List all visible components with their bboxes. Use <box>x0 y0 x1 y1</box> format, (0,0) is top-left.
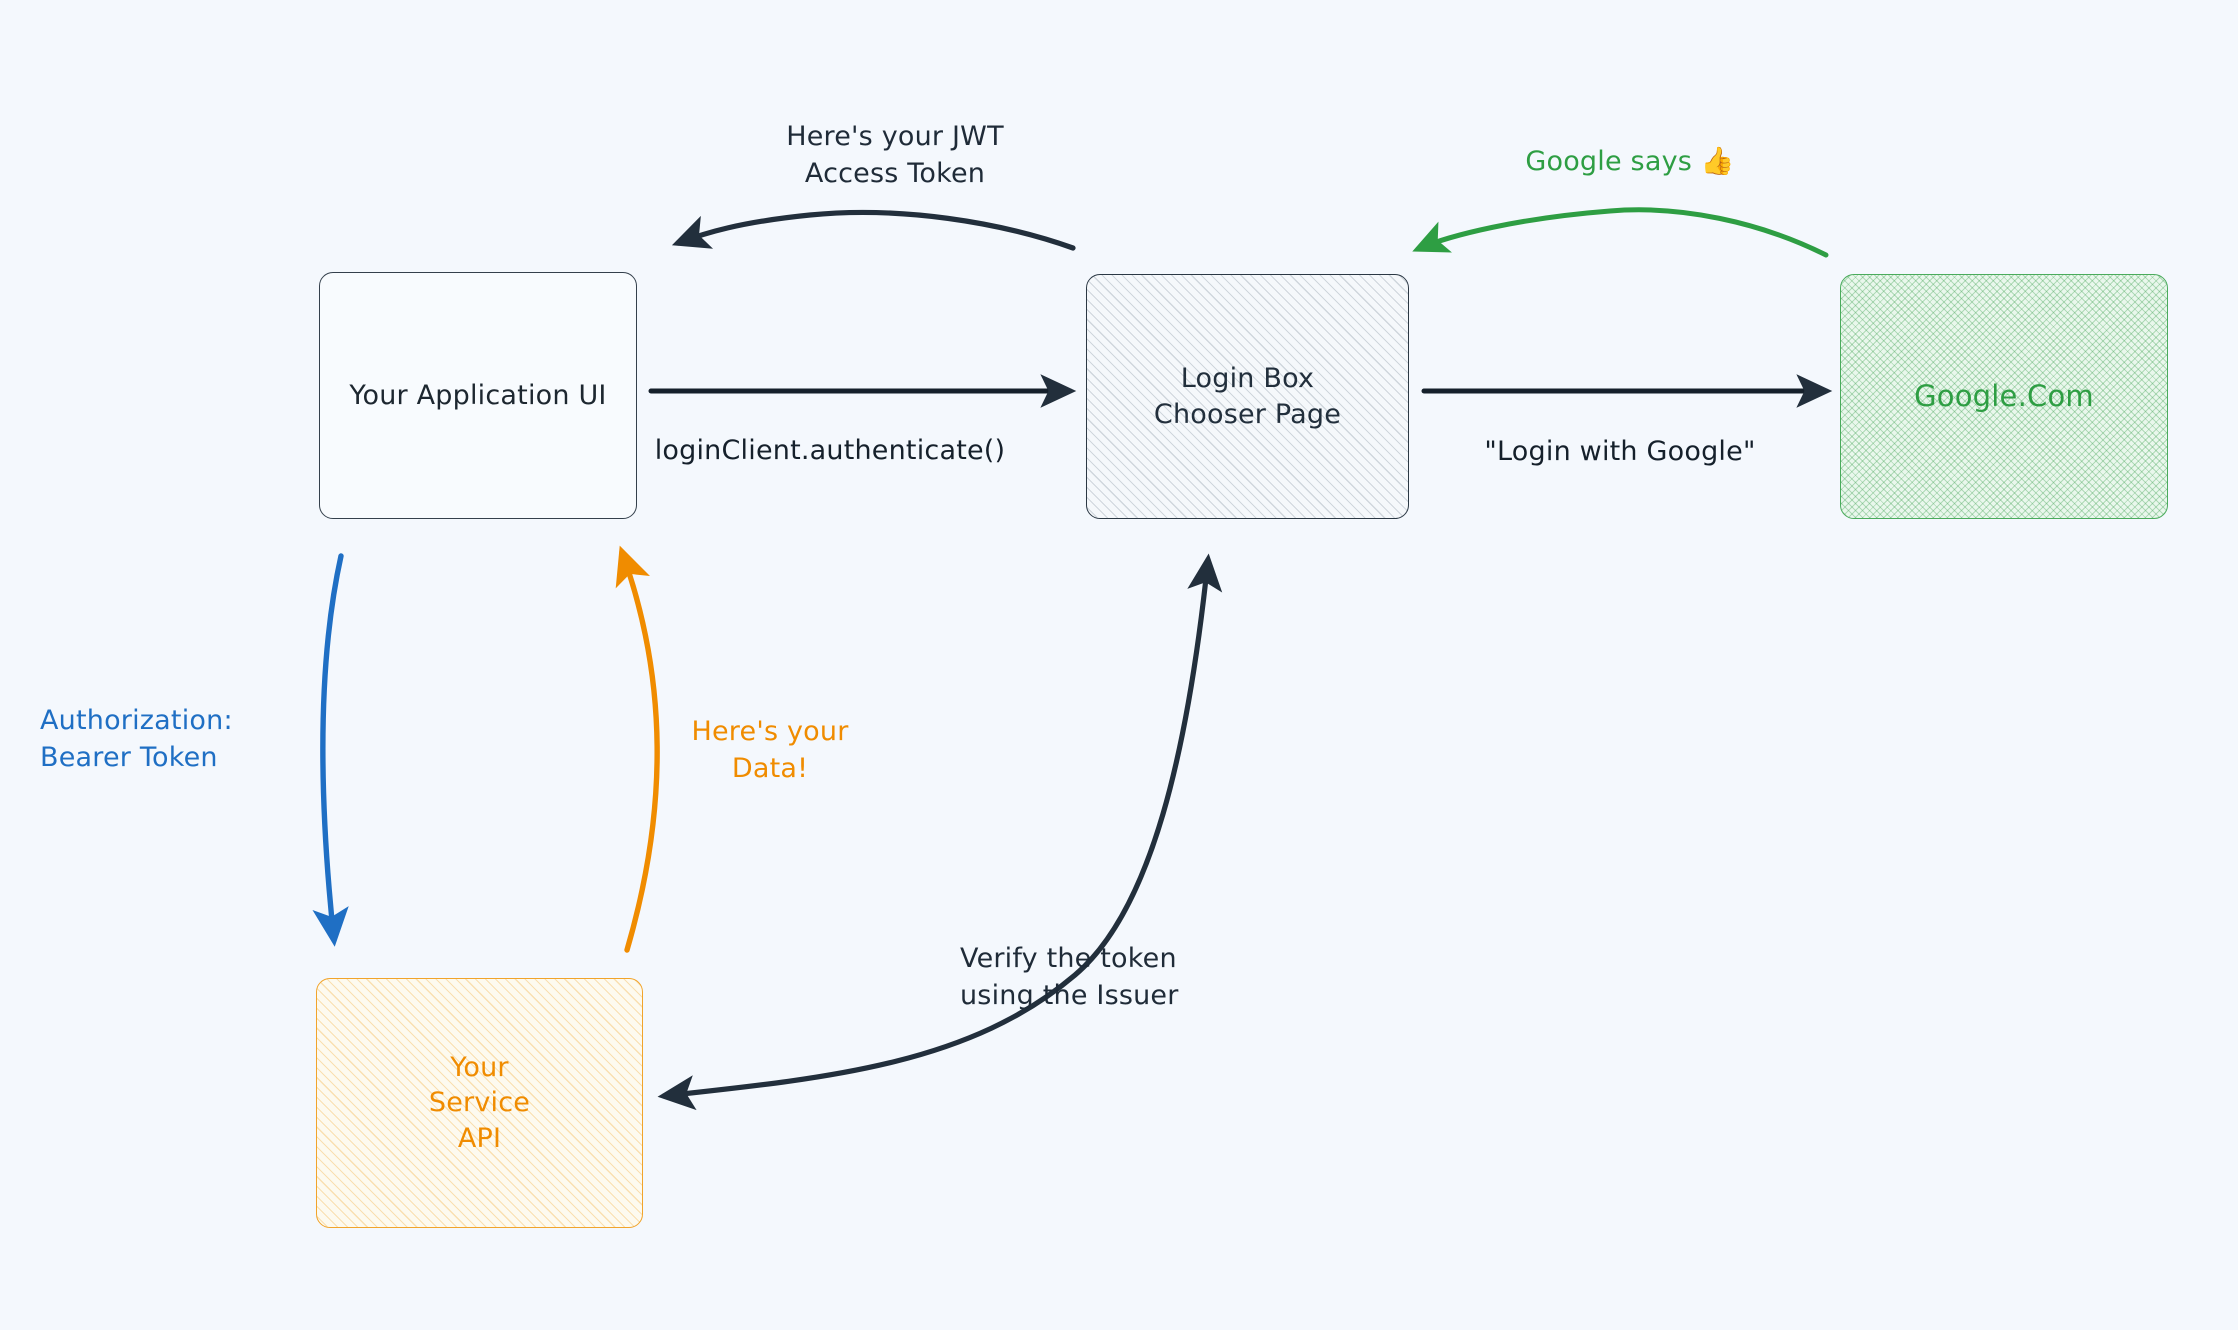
edge-authorization-bearer-token <box>312 553 349 947</box>
edge-google-says <box>1412 207 1829 258</box>
node-label-service-api: Your Service API <box>428 1051 531 1154</box>
edge-verify-token-using-issuer <box>657 553 1223 1111</box>
google-says-text: Google says <box>1525 146 1701 177</box>
node-label-google: Google.Com <box>1914 379 2094 414</box>
node-your-service-api[interactable]: Your Service API <box>316 978 643 1228</box>
edge-label-authorization-bearer-token: Authorization: Bearer Token <box>40 705 233 774</box>
node-label-app-ui: Your Application UI <box>349 379 607 411</box>
node-label-login-box: Login Box Chooser Page <box>1153 362 1342 430</box>
edge-heres-your-data <box>615 545 660 953</box>
edge-label-google-says: Google says 👍 <box>1460 143 1800 180</box>
edge-jwt-access-token <box>671 209 1076 251</box>
edge-label-heres-your-data: Here's your Data! <box>691 716 849 785</box>
node-google-com[interactable]: Google.Com <box>1840 274 2168 519</box>
edge-label-login-client-authenticate: loginClient.authenticate() <box>654 435 1006 466</box>
edge-label-jwt-access-token: Here's your JWT Access Token <box>786 121 1004 190</box>
edge-label-verify-token-using-issuer: Verify the token using the Issuer <box>960 943 1179 1012</box>
thumbs-up-icon: 👍 <box>1700 146 1735 177</box>
node-your-application-ui[interactable]: Your Application UI <box>319 272 637 519</box>
edge-label-login-with-google: "Login with Google" <box>1484 436 1756 467</box>
node-login-box-chooser-page[interactable]: Login Box Chooser Page <box>1086 274 1409 519</box>
